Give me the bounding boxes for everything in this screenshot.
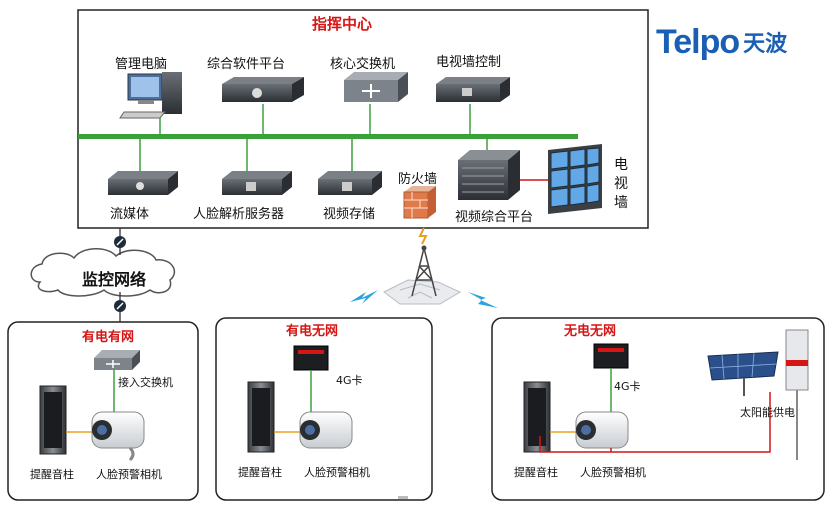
label-speaker-1: 提醒音柱	[30, 468, 74, 481]
speaker-column-icon-2	[247, 381, 275, 453]
green-bus	[78, 134, 578, 139]
site2-title: 有电无网	[286, 324, 339, 339]
label-solar-power: 太阳能供电	[740, 406, 795, 419]
bullet-camera-icon-2	[299, 411, 353, 449]
label-speaker-3: 提醒音柱	[514, 466, 558, 479]
speaker-column-icon-3	[523, 381, 551, 453]
site3-title: 无电无网	[564, 324, 617, 339]
label-4g-card-2: 4G卡	[614, 380, 641, 393]
label-monitoring-network: 监控网络	[82, 270, 147, 289]
label-video-storage: 视频存储	[323, 207, 376, 222]
pc-icon	[119, 72, 182, 119]
core-switch-icon	[344, 72, 408, 102]
base-station-icon	[383, 227, 462, 305]
label-software-platform: 综合软件平台	[207, 57, 286, 72]
bullet-camera-icon-1	[91, 411, 145, 462]
solar-power-lines	[539, 392, 771, 453]
cloud-shape	[30, 248, 176, 297]
streaming-media-icon	[108, 171, 178, 195]
tv-wall-icon	[548, 144, 602, 214]
4g-card-icon-2	[593, 343, 629, 369]
label-core-switch: 核心交换机	[330, 57, 396, 72]
label-access-switch: 接入交换机	[118, 376, 173, 389]
face-analysis-server-icon	[222, 171, 292, 195]
video-storage-icon	[318, 171, 382, 195]
bullet-camera-icon-3	[575, 411, 629, 449]
label-camera-2: 人脸预警相机	[304, 466, 370, 479]
tv-wall-controller-icon	[436, 77, 510, 102]
label-streaming-media: 流媒体	[110, 207, 150, 222]
label-4g-card-1: 4G卡	[336, 374, 363, 387]
bottom-marker	[398, 496, 408, 499]
label-tv-wall: 电视墙	[614, 157, 628, 211]
label-firewall: 防火墙	[398, 172, 438, 187]
wireless-signal-left	[350, 290, 378, 304]
solar-pole-icon	[785, 329, 809, 460]
site-frame-1	[7, 321, 199, 501]
video-platform-icon	[458, 150, 520, 200]
firewall-icon	[403, 186, 436, 219]
label-face-analysis-server: 人脸解析服务器	[193, 207, 285, 222]
network-port-icon-bottom	[114, 300, 126, 312]
wireless-signal-right	[468, 292, 498, 308]
telpo-logo: Telpo 天波	[656, 22, 787, 62]
speaker-column-icon-1	[39, 385, 67, 455]
site-frame-2	[215, 317, 433, 501]
software-platform-icon	[222, 77, 304, 102]
label-management-pc: 管理电脑	[115, 57, 168, 72]
label-tv-wall-controller: 电视墙控制	[436, 55, 502, 70]
label-speaker-2: 提醒音柱	[238, 466, 282, 479]
access-switch-icon	[94, 350, 140, 370]
4g-card-icon-1	[293, 345, 329, 371]
label-camera-1: 人脸预警相机	[96, 468, 162, 481]
site1-title: 有电有网	[82, 330, 135, 345]
solar-panel-icon	[707, 351, 779, 396]
logo-cn: 天波	[743, 32, 788, 57]
label-video-platform: 视频综合平台	[455, 210, 534, 225]
command-center-title: 指挥中心	[312, 15, 373, 33]
network-port-icon-top	[114, 236, 126, 248]
logo-text: Telpo	[656, 22, 740, 61]
label-camera-3: 人脸预警相机	[580, 466, 646, 479]
